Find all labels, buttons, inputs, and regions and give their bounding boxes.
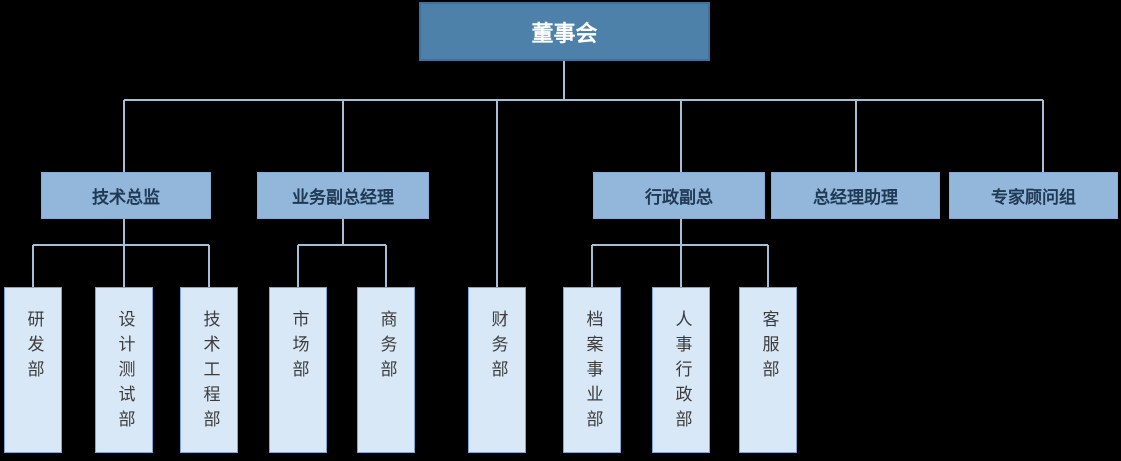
node-business-deputy-gm[interactable]: 业务副总经理: [257, 172, 429, 219]
node-gm-assistant-label: 总经理助理: [813, 188, 898, 208]
node-commerce-dept-label: 商务部: [376, 310, 397, 385]
node-hr-admin-dept-label: 人事行政部: [671, 310, 692, 435]
node-design-testing-dept[interactable]: 设计测试部: [95, 287, 153, 453]
node-tech-engineering-dept[interactable]: 技术工程部: [180, 287, 238, 453]
node-gm-assistant[interactable]: 总经理助理: [771, 172, 940, 219]
node-archives-dept[interactable]: 档案事业部: [563, 287, 621, 453]
node-admin-deputy-gm[interactable]: 行政副总: [593, 172, 765, 219]
node-customer-service-dept-label: 客服部: [758, 310, 779, 385]
node-admin-deputy-gm-label: 行政副总: [645, 188, 713, 208]
connector-tech-director-branch: [32, 219, 210, 287]
node-tech-director-label: 技术总监: [92, 188, 160, 208]
node-expert-advisory-group[interactable]: 专家顾问组: [949, 172, 1118, 219]
node-board-label: 董事会: [531, 21, 598, 47]
node-archives-dept-label: 档案事业部: [582, 310, 603, 435]
node-expert-advisory-group-label: 专家顾问组: [991, 188, 1076, 208]
node-business-deputy-gm-label: 业务副总经理: [292, 188, 394, 208]
connector-business-deputy-gm-branch: [297, 219, 387, 287]
node-rd-dept[interactable]: 研发部: [4, 287, 62, 453]
node-tech-director[interactable]: 技术总监: [41, 172, 211, 219]
node-marketing-dept-label: 市场部: [288, 310, 309, 385]
node-commerce-dept[interactable]: 商务部: [357, 287, 415, 453]
node-finance-dept-label: 财务部: [487, 310, 508, 385]
connector-admin-deputy-gm-branch: [591, 219, 769, 287]
node-rd-dept-label: 研发部: [23, 310, 44, 385]
node-customer-service-dept[interactable]: 客服部: [739, 287, 797, 453]
node-design-testing-dept-label: 设计测试部: [114, 310, 135, 435]
node-marketing-dept[interactable]: 市场部: [269, 287, 327, 453]
node-hr-admin-dept[interactable]: 人事行政部: [652, 287, 710, 453]
node-finance-dept[interactable]: 财务部: [468, 287, 526, 453]
node-board[interactable]: 董事会: [419, 2, 710, 61]
node-tech-engineering-dept-label: 技术工程部: [199, 310, 220, 435]
